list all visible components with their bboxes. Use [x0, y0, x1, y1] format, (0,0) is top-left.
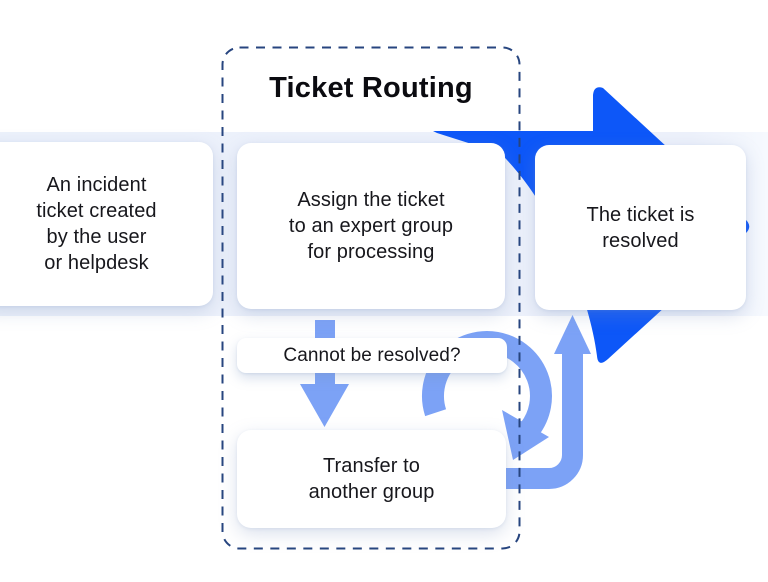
node-ticket-resolved: The ticket is resolved [535, 145, 746, 310]
ticket-routing-boundary [221, 46, 521, 550]
label-cannot-text: Cannot be resolved? [283, 344, 461, 366]
node-incident-label: An incident ticket created by the user o… [36, 174, 157, 274]
node-transfer-group: Transfer to another group [237, 430, 506, 528]
node-resolved-label: The ticket is resolved [586, 203, 695, 252]
node-incident-ticket: An incident ticket created by the user o… [0, 142, 213, 306]
node-assign-ticket: Assign the ticket to an expert group for… [237, 143, 505, 309]
diagram-title: Ticket Routing [269, 72, 473, 104]
label-cannot-be-resolved: Cannot be resolved? [237, 338, 507, 373]
u-turn-arrow-icon [500, 315, 591, 489]
node-assign-label: Assign the ticket to an expert group for… [288, 189, 454, 263]
arrow-down-icon [300, 320, 349, 427]
node-transfer-label: Transfer to another group [308, 455, 435, 503]
